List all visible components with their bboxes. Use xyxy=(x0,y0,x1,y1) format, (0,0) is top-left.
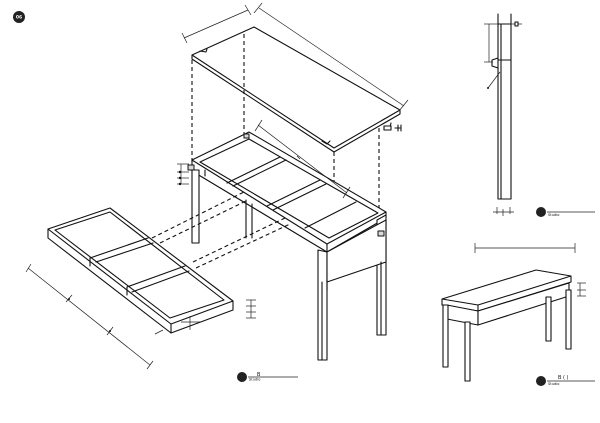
page-badge: 06 xyxy=(13,11,25,23)
perspective-view-title: B ( ) xyxy=(558,375,569,381)
rail-width-dimension xyxy=(254,119,351,199)
assembly-view-title: B Studio xyxy=(237,372,298,382)
tabletop-panel xyxy=(191,26,401,153)
leg-view-subtitle: Studio xyxy=(548,213,559,217)
drawer-dimensions xyxy=(25,263,200,370)
page-badge-number: 06 xyxy=(16,15,22,21)
drawer-insertion-guides xyxy=(151,191,291,269)
table-frame xyxy=(187,131,387,361)
assembly-view-subtitle: Studio xyxy=(249,378,260,382)
assembly-view-title-text: B xyxy=(257,372,261,378)
drawer-box xyxy=(47,207,234,334)
leg-section-view: Studio xyxy=(484,13,595,217)
perspective-view: B ( ) Studio xyxy=(441,243,595,386)
drawer-height-callout xyxy=(246,299,256,319)
exploded-assembly-view: B Studio xyxy=(25,2,409,382)
frame-height-dimension xyxy=(177,163,189,186)
perspective-view-subtitle: Studio xyxy=(548,382,559,386)
tabletop-dimensions xyxy=(181,2,409,112)
fastener-callout xyxy=(383,124,402,132)
